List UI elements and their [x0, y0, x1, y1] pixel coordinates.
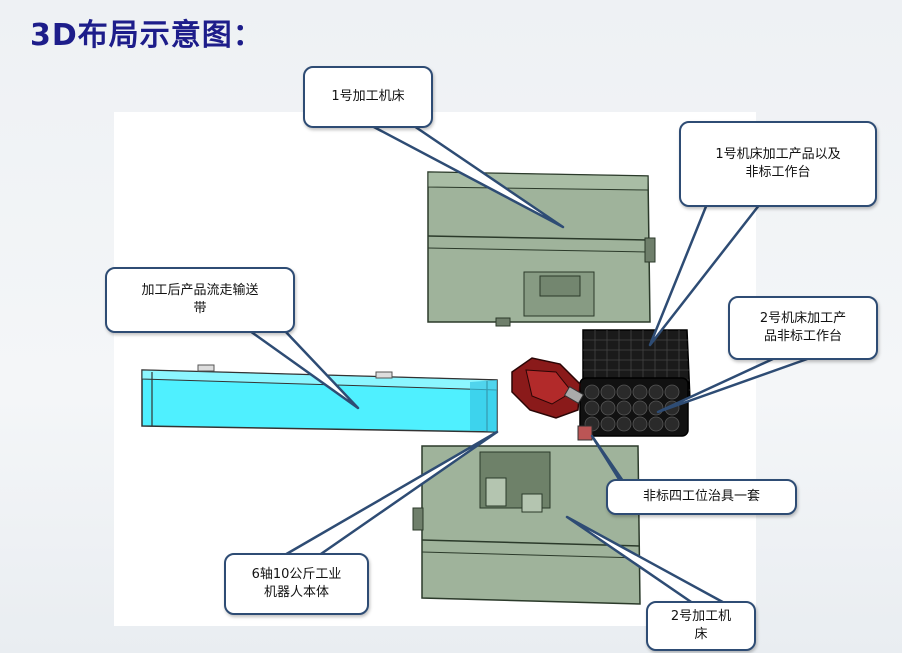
- callout-worktable-2-line2: 品非标工作台: [763, 329, 842, 344]
- callout-robot-line1: 6轴10公斤工业: [251, 567, 342, 582]
- machine-2: [412, 445, 641, 605]
- callout-fixture: 非标四工位治具一套: [606, 479, 797, 515]
- callout-conveyor: 加工后产品流走输送 带: [105, 267, 295, 333]
- callout-conveyor-line2: 带: [193, 301, 207, 316]
- page-title: 3D布局示意图：: [30, 18, 264, 53]
- callout-robot: 6轴10公斤工业 机器人本体: [224, 553, 369, 615]
- callout-worktable-1-line2: 非标工作台: [745, 165, 811, 180]
- callout-worktable-2: 2号机床加工产 品非标工作台: [728, 296, 878, 360]
- callout-machine-1-text: 1号加工机床: [331, 89, 405, 104]
- callout-machine-2: 2号加工机 床: [646, 601, 756, 651]
- callout-machine-1: 1号加工机床: [303, 66, 433, 128]
- callout-machine-2-line1: 2号加工机: [670, 609, 732, 624]
- callout-machine-2-line2: 床: [694, 627, 708, 642]
- callout-robot-line2: 机器人本体: [263, 585, 329, 600]
- callout-fixture-text: 非标四工位治具一套: [642, 489, 760, 504]
- callout-worktable-1: 1号机床加工产品以及 非标工作台: [679, 121, 877, 207]
- industrial-robot: [511, 357, 593, 441]
- callout-worktable-1-line1: 1号机床加工产品以及: [715, 147, 841, 162]
- callout-worktable-2-line1: 2号机床加工产: [759, 311, 847, 326]
- callout-conveyor-line1: 加工后产品流走输送: [141, 283, 259, 298]
- worktable-2: [579, 377, 689, 437]
- machine-1: [427, 171, 656, 327]
